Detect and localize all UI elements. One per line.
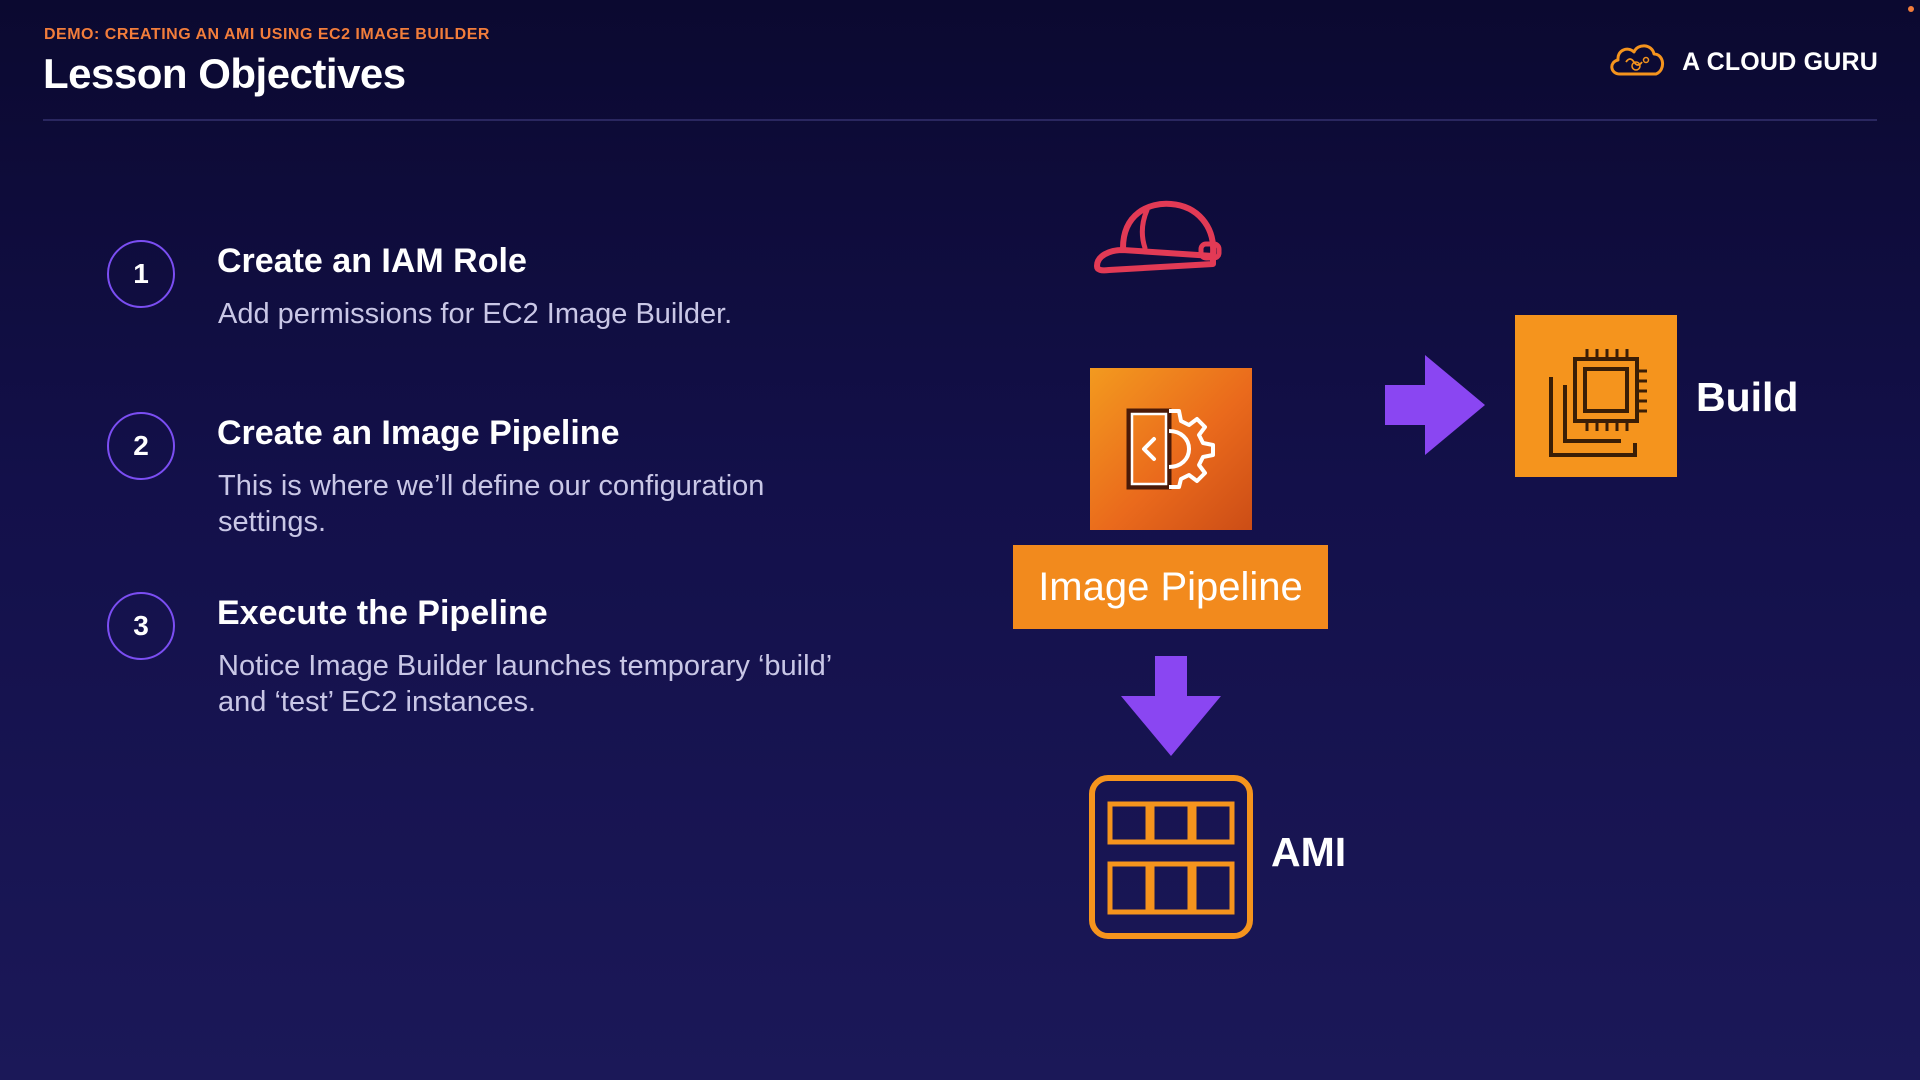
header-divider <box>43 119 1877 121</box>
brand-name: A CLOUD GURU <box>1682 48 1878 76</box>
objective-description: This is where we’ll define our configura… <box>218 470 765 538</box>
page-title: Lesson Objectives <box>43 50 406 97</box>
objective-description: Notice Image Builder launches temporary … <box>218 650 832 718</box>
image-pipeline-label: Image Pipeline <box>1013 545 1328 629</box>
ami-icon <box>1088 774 1254 945</box>
objective-number: 1 <box>107 240 175 308</box>
objective-number: 3 <box>107 592 175 660</box>
hard-hat-icon <box>1091 196 1229 285</box>
ami-label: AMI <box>1271 829 1347 875</box>
build-label: Build <box>1696 374 1799 420</box>
lesson-kicker: DEMO: CREATING AN AMI USING EC2 IMAGE BU… <box>44 26 490 43</box>
objective-title: Execute the Pipeline <box>217 594 548 632</box>
ec2-instance-icon <box>1515 315 1677 477</box>
image-builder-icon <box>1090 368 1252 530</box>
arrow-down-icon <box>1121 656 1221 761</box>
objective-number: 2 <box>107 412 175 480</box>
corner-dot <box>1908 6 1914 12</box>
arrow-right-icon <box>1385 355 1487 460</box>
objective-title: Create an Image Pipeline <box>217 414 620 452</box>
cloud-logo-icon <box>1606 40 1668 85</box>
objective-title: Create an IAM Role <box>217 242 527 280</box>
objective-description: Add permissions for EC2 Image Builder. <box>218 298 733 330</box>
brand-logo: A CLOUD GURU <box>1606 40 1878 85</box>
